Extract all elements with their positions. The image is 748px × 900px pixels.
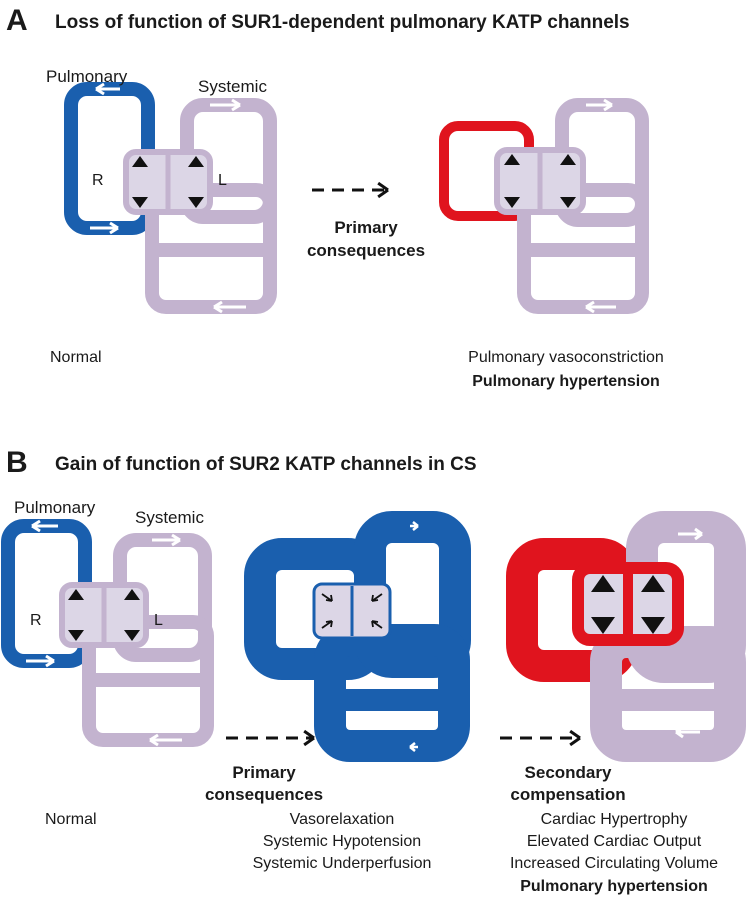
panel-b-transition-primary: Primary consequences bbox=[205, 729, 323, 804]
pulmonary-label: Pulmonary bbox=[14, 498, 96, 517]
flow-arrow-left-icon bbox=[95, 82, 120, 96]
panel-a-hypertension-circulation bbox=[439, 98, 649, 314]
panel-a-normal-circulation: R L Pulmonary Systemic bbox=[46, 67, 277, 314]
panel-a-title: Loss of function of SUR1-dependent pulmo… bbox=[55, 12, 630, 33]
secondary-caption-line-4: Pulmonary hypertension bbox=[520, 878, 708, 895]
panel-a-result-line-2: Pulmonary hypertension bbox=[472, 373, 660, 390]
panel-b-transition-secondary: Secondary compensation bbox=[500, 729, 626, 804]
dashed-arrow-icon bbox=[312, 181, 389, 199]
arrow-caption-line-2: consequences bbox=[307, 241, 425, 260]
secondary-caption-line-2: Elevated Cardiac Output bbox=[527, 833, 702, 850]
primary-caption-line-3: Systemic Underperfusion bbox=[253, 855, 432, 872]
panel-b-compensation-circulation bbox=[506, 511, 746, 762]
primary-caption-line-2: Systemic Hypotension bbox=[263, 833, 421, 850]
left-label: L bbox=[218, 172, 227, 189]
left-label: L bbox=[154, 612, 163, 629]
flow-arrow-left-icon bbox=[409, 742, 418, 752]
panel-b-normal-caption: Normal bbox=[45, 811, 97, 828]
dashed-arrow-icon bbox=[500, 729, 581, 747]
panel-a-normal-caption: Normal bbox=[50, 349, 102, 366]
flow-arrow-left-icon bbox=[585, 300, 616, 314]
flow-arrow-right-icon bbox=[152, 533, 181, 547]
chamber-arrows-icon bbox=[504, 154, 576, 208]
flow-arrow-right-icon bbox=[210, 98, 241, 112]
chamber-arrows-icon bbox=[132, 156, 204, 208]
secondary-caption-line-1: Cardiac Hypertrophy bbox=[541, 811, 688, 828]
systemic-label: Systemic bbox=[198, 77, 267, 96]
arrow-caption-line-1: Primary bbox=[334, 218, 398, 237]
flow-arrow-right-icon bbox=[586, 98, 613, 112]
dashed-arrow-icon bbox=[226, 729, 315, 747]
flow-arrow-left-icon bbox=[213, 300, 246, 314]
right-label: R bbox=[92, 172, 104, 189]
flow-arrow-left-icon bbox=[675, 725, 700, 739]
arrow2-caption-line-2: compensation bbox=[510, 785, 625, 804]
inward-arrows-icon bbox=[321, 593, 383, 629]
systemic-label: Systemic bbox=[135, 508, 204, 527]
flow-arrow-right-icon bbox=[26, 654, 55, 668]
flow-arrow-left-icon bbox=[31, 519, 58, 533]
primary-caption-line-1: Vasorelaxation bbox=[290, 811, 395, 828]
flow-arrow-left-icon bbox=[149, 733, 182, 747]
chamber-arrows-icon bbox=[591, 575, 665, 634]
flow-arrow-right-icon bbox=[678, 527, 703, 541]
arrow1-caption-line-1: Primary bbox=[232, 763, 296, 782]
panel-a-letter: A bbox=[6, 4, 28, 37]
arrow1-caption-line-2: consequences bbox=[205, 785, 323, 804]
panel-b-normal-circulation: R L Pulmonary Systemic bbox=[1, 498, 214, 747]
flow-arrow-right-icon bbox=[90, 221, 119, 235]
arrow2-caption-line-1: Secondary bbox=[525, 763, 612, 782]
panel-b-title: Gain of function of SUR2 KATP channels i… bbox=[55, 454, 477, 475]
panel-a-transition: Primary consequences bbox=[307, 181, 425, 260]
panel-a-result-line-1: Pulmonary vasoconstriction bbox=[468, 349, 664, 366]
right-label: R bbox=[30, 612, 42, 629]
flow-arrow-right-icon bbox=[410, 521, 419, 531]
chamber-arrows-icon bbox=[68, 589, 140, 641]
panel-b-letter: B bbox=[6, 446, 28, 479]
secondary-caption-line-3: Increased Circulating Volume bbox=[510, 855, 718, 872]
pulmonary-label: Pulmonary bbox=[46, 67, 128, 86]
panel-b-vasorelaxation-circulation bbox=[244, 511, 471, 762]
